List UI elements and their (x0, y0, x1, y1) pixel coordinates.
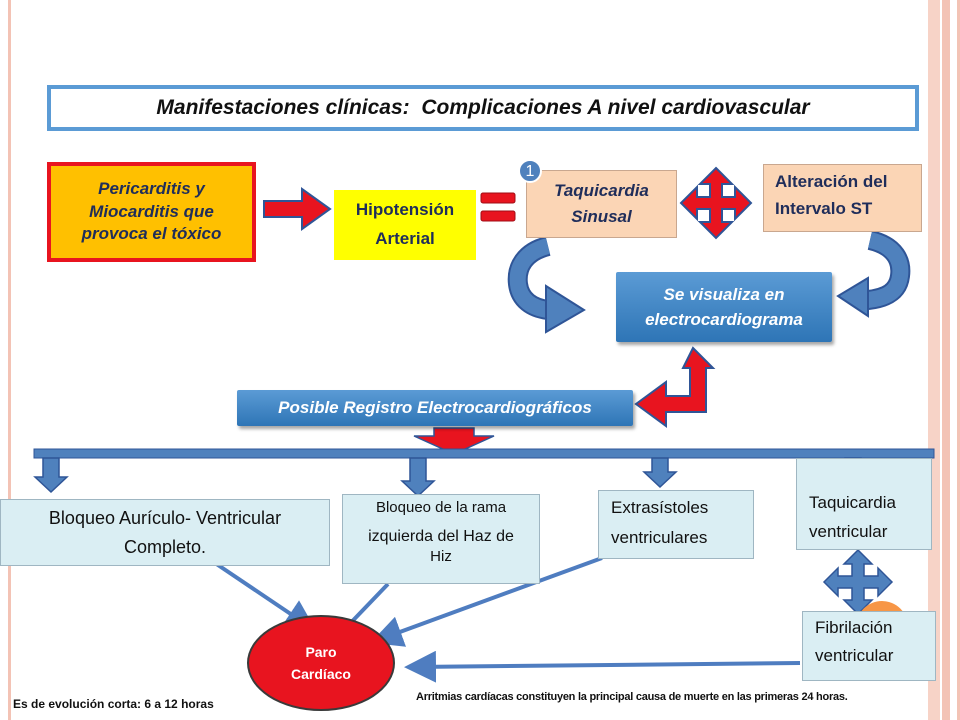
slide-border (8, 0, 960, 720)
taquicardia-ventricular-line1: Taquicardia (809, 493, 896, 512)
slide-border-stripe (942, 0, 950, 720)
hipotension-line2: Arterial (375, 229, 435, 248)
connector-fibrilacion (404, 650, 801, 683)
branch-arrow-down (33, 457, 69, 494)
bloqueo-rama-line3: Hiz (430, 548, 452, 566)
hipotension-box: Hipotensión Arterial (334, 190, 476, 260)
arrow-pericarditis-to-hipotension (263, 187, 332, 231)
pericarditis-box: Pericarditis y Miocarditis que provoca e… (47, 162, 256, 262)
se-visualiza-line2: electrocardiograma (645, 310, 803, 329)
extrasistoles-line1: Extrasístoles (611, 498, 709, 517)
curved-arrow-left (509, 238, 551, 318)
number-badge: 1 (518, 159, 542, 183)
extrasistoles-box: Extrasístoles ventriculares (598, 490, 754, 559)
slide-title: Manifestaciones clínicas: Complicaciones… (47, 85, 919, 131)
connector-extrasistoles (370, 556, 603, 647)
footer-left-note: Es de evolución corta: 6 a 12 horas (13, 697, 214, 711)
fibrilacion-line2: ventricular (815, 646, 894, 666)
fibrilacion-line1: Fibrilación (815, 618, 893, 637)
fibrilacion-box: Fibrilación ventricular (802, 611, 936, 681)
bloqueo-av-line2: Completo. (123, 536, 207, 557)
bloqueo-rama-line1: Bloqueo de la rama (375, 499, 507, 516)
bloqueo-av-box: Bloqueo Aurículo- Ventricular Completo. (0, 499, 330, 566)
taquicardia-ventricular-line2: ventricular (809, 521, 888, 541)
extrasistoles-line2: ventriculares (611, 527, 708, 547)
taquicardia-sinusal-box: Taquicardia Sinusal (526, 170, 677, 238)
branch-bar (33, 448, 935, 459)
alteracion-box: Alteración del Intervalo ST (763, 164, 922, 232)
taquicardia-sinusal-line1: Taquicardia (554, 180, 649, 200)
bloqueo-rama-box: Bloqueo de la rama izquierda del Haz de … (342, 494, 540, 584)
branch-arrow-down (642, 457, 678, 489)
curved-arrow-right (866, 232, 909, 308)
hipotension-line1: Hipotensión (355, 200, 455, 220)
down-arrow-red (413, 427, 495, 455)
equals-sign-top (480, 192, 516, 204)
quad-arrow-red (679, 166, 753, 240)
branch-arrow-down (400, 457, 436, 498)
elbow-arrow-red (634, 346, 716, 428)
curved-arrow-right-head (836, 276, 869, 318)
footer-right-note: Arritmias cardíacas constituyen la princ… (416, 691, 848, 703)
paro-cardiaco-ellipse: Paro Cardíaco (247, 615, 395, 711)
registro-box: Posible Registro Electrocardiográficos (237, 390, 633, 426)
paro-line2: Cardíaco (291, 666, 351, 682)
se-visualiza-box: Se visualiza en electrocardiograma (616, 272, 832, 342)
taquicardia-sinusal-line2: Sinusal (571, 207, 632, 226)
alteracion-line1: Alteración del (775, 172, 888, 191)
connector-bloqueo-av (213, 561, 317, 632)
equals-sign-bottom (480, 210, 516, 222)
taquicardia-ventricular-box: Taquicardia ventricular (796, 458, 932, 550)
pericarditis-line3: provoca el tóxico (81, 224, 222, 244)
se-visualiza-line1: Se visualiza en (663, 284, 785, 304)
pericarditis-line1: Pericarditis y (98, 178, 205, 198)
alteracion-line2: Intervalo ST (775, 199, 873, 219)
bloqueo-rama-line2: izquierda del Haz de (368, 527, 514, 545)
bloqueo-av-line1: Bloqueo Aurículo- Ventricular (48, 507, 282, 528)
pericarditis-line2: Miocarditis que (89, 201, 214, 221)
paro-line1: Paro (305, 643, 337, 660)
curved-arrow-left-head (545, 284, 586, 334)
